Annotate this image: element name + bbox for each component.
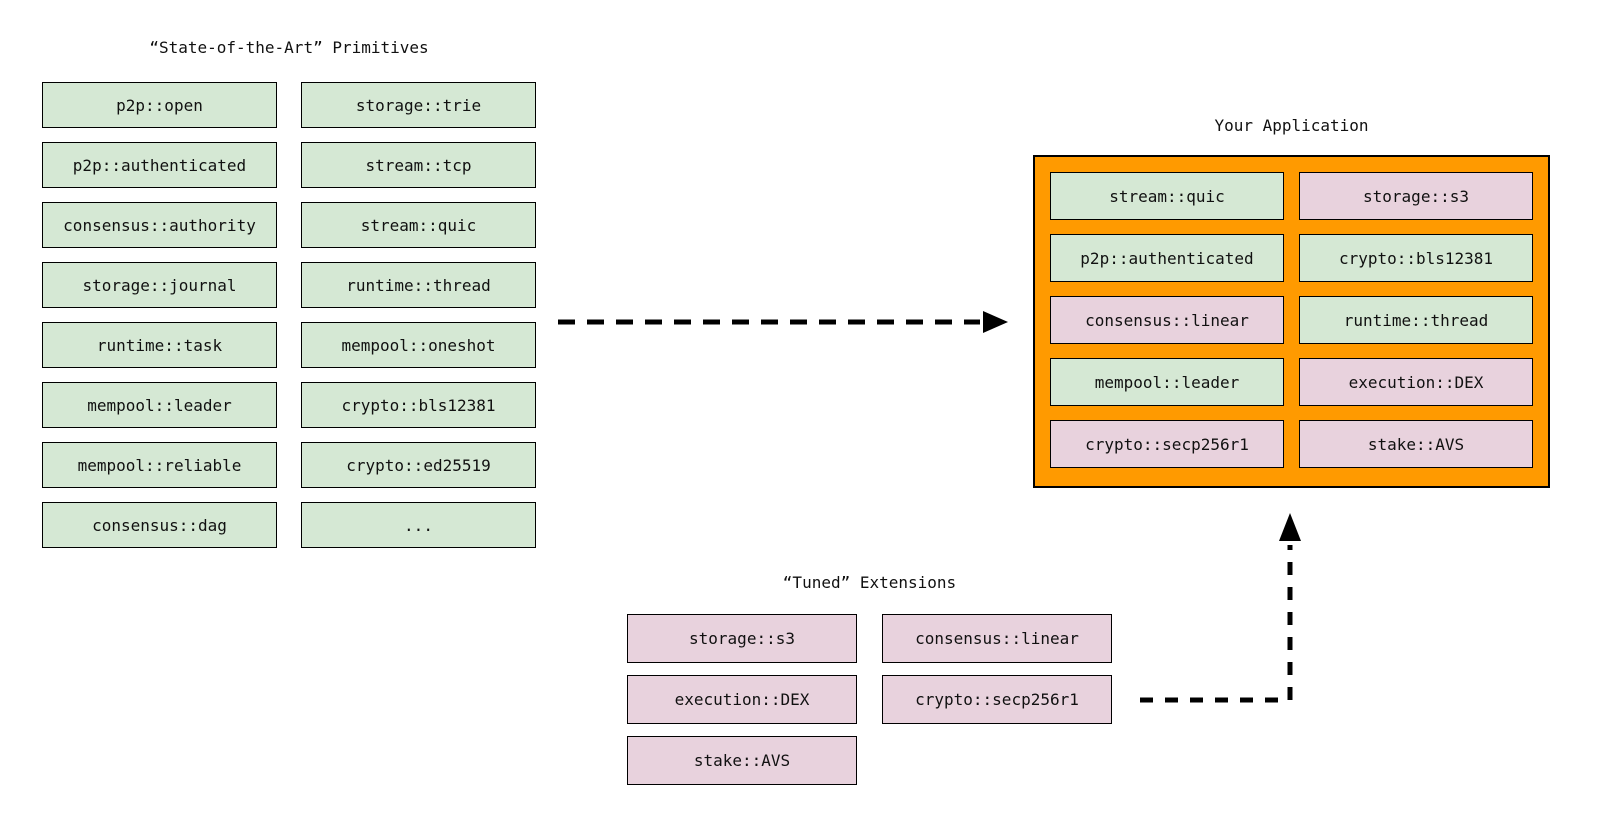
extension-box-consensus-linear: consensus::linear: [882, 614, 1112, 663]
app-module-runtime-thread: runtime::thread: [1299, 296, 1533, 344]
arrowhead-right-icon: [983, 311, 1008, 333]
arrowhead-up-icon: [1279, 513, 1301, 541]
extension-box-storage-s3: storage::s3: [627, 614, 857, 663]
primitive-box-runtime-thread: runtime::thread: [301, 262, 536, 308]
app-module-stream-quic: stream::quic: [1050, 172, 1284, 220]
extension-box-crypto-secp256r1: crypto::secp256r1: [882, 675, 1112, 724]
primitive-box-stream-quic: stream::quic: [301, 202, 536, 248]
app-module-crypto-secp256r1: crypto::secp256r1: [1050, 420, 1284, 468]
primitives-grid: p2p::open p2p::authenticated consensus::…: [42, 82, 536, 548]
primitive-box-storage-journal: storage::journal: [42, 262, 277, 308]
primitive-box-consensus-dag: consensus::dag: [42, 502, 277, 548]
app-module-execution-dex: execution::DEX: [1299, 358, 1533, 406]
extensions-title: “Tuned” Extensions: [782, 573, 957, 592]
primitive-box-consensus-authority: consensus::authority: [42, 202, 277, 248]
primitive-box-p2p-open: p2p::open: [42, 82, 277, 128]
primitives-title: “State-of-the-Art” Primitives: [149, 38, 429, 57]
dashed-elbow-arrow-up-icon: [1140, 545, 1293, 703]
primitives-to-application-arrow: [558, 311, 1008, 333]
app-module-storage-s3: storage::s3: [1299, 172, 1533, 220]
app-module-stake-avs: stake::AVS: [1299, 420, 1533, 468]
primitive-box-mempool-reliable: mempool::reliable: [42, 442, 277, 488]
primitive-box-stream-tcp: stream::tcp: [301, 142, 536, 188]
primitive-box-mempool-oneshot: mempool::oneshot: [301, 322, 536, 368]
primitive-box-runtime-task: runtime::task: [42, 322, 277, 368]
extension-box-execution-dex: execution::DEX: [627, 675, 857, 724]
extensions-to-application-arrow: [1140, 513, 1301, 703]
app-module-p2p-authenticated: p2p::authenticated: [1050, 234, 1284, 282]
primitive-box-crypto-ed25519: crypto::ed25519: [301, 442, 536, 488]
app-module-consensus-linear: consensus::linear: [1050, 296, 1284, 344]
primitive-box-ellipsis: ...: [301, 502, 536, 548]
extensions-grid: storage::s3 execution::DEX stake::AVS co…: [627, 614, 1112, 785]
application-title: Your Application: [1214, 116, 1369, 135]
primitive-box-p2p-authenticated: p2p::authenticated: [42, 142, 277, 188]
app-module-mempool-leader: mempool::leader: [1050, 358, 1284, 406]
primitive-box-mempool-leader: mempool::leader: [42, 382, 277, 428]
extension-box-stake-avs: stake::AVS: [627, 736, 857, 785]
primitive-box-storage-trie: storage::trie: [301, 82, 536, 128]
primitive-box-crypto-bls12381: crypto::bls12381: [301, 382, 536, 428]
app-module-crypto-bls12381: crypto::bls12381: [1299, 234, 1533, 282]
application-container: stream::quic storage::s3 p2p::authentica…: [1033, 155, 1550, 488]
